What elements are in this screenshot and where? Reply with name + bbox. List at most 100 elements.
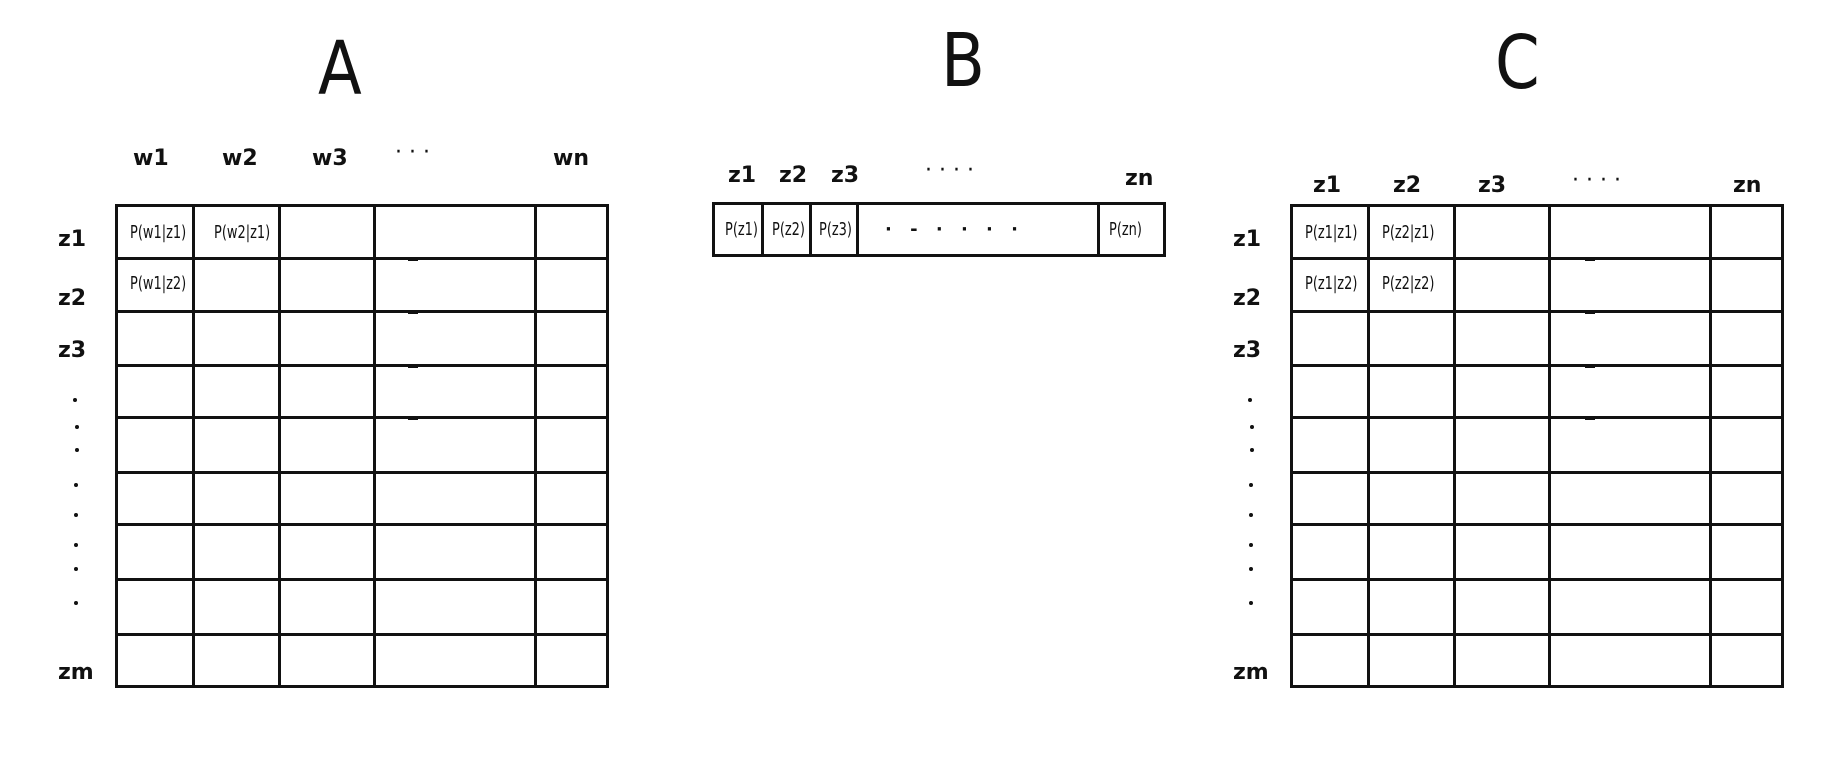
a-col-label-w2: w2 bbox=[222, 146, 258, 171]
c-cell bbox=[1367, 632, 1456, 689]
c-cell bbox=[1290, 416, 1370, 474]
c-cell bbox=[1453, 522, 1551, 581]
b-cell-label: · - · · · · bbox=[885, 219, 1024, 240]
c-col-label-zn: zn bbox=[1733, 173, 1762, 198]
b-col-label-ellipsis: · · · · bbox=[925, 158, 974, 183]
a-cell bbox=[373, 632, 537, 689]
diagram-a-title: A bbox=[318, 27, 362, 113]
a-cell bbox=[534, 416, 609, 474]
a-cell-label: P(w1|z1) bbox=[130, 222, 187, 243]
a-cell bbox=[278, 203, 376, 261]
a-cell bbox=[192, 257, 281, 314]
c-cell bbox=[1453, 632, 1551, 689]
c-cell bbox=[1709, 203, 1784, 261]
c-cell bbox=[1548, 416, 1712, 474]
a-cell-label: P(w1|z2) bbox=[130, 273, 187, 295]
a-cell bbox=[192, 632, 281, 689]
a-cell bbox=[278, 632, 376, 689]
c-col-label-z3: z3 bbox=[1478, 173, 1507, 198]
a-cell bbox=[534, 522, 609, 581]
c-row-label-z2: z2 bbox=[1233, 286, 1262, 311]
c-cell-label: P(z1|z1) bbox=[1305, 222, 1358, 243]
a-cell bbox=[115, 632, 195, 689]
c-cell-label: P(z2|z1) bbox=[1382, 222, 1435, 243]
a-cell bbox=[192, 577, 281, 636]
c-cell bbox=[1709, 632, 1784, 689]
c-cell bbox=[1453, 203, 1551, 261]
a-cell bbox=[534, 257, 609, 314]
b-col-label-z3: z3 bbox=[831, 163, 860, 188]
c-col-label-z2: z2 bbox=[1393, 173, 1422, 198]
c-cell bbox=[1367, 310, 1456, 368]
c-cell bbox=[1367, 470, 1456, 526]
a-row-label-z3: z3 bbox=[58, 338, 87, 363]
c-cell bbox=[1453, 310, 1551, 368]
a-row-label-zm: zm bbox=[58, 660, 94, 685]
a-cell bbox=[534, 470, 609, 526]
vector-b-grid: P(z1) P(z2) P(z3) · - · · · · P(zn) bbox=[712, 202, 1166, 257]
c-cell bbox=[1548, 364, 1712, 420]
a-cell bbox=[115, 310, 195, 368]
a-cell bbox=[115, 577, 195, 636]
diagram-b-title: B bbox=[941, 19, 985, 105]
b-col-label-z1: z1 bbox=[728, 163, 757, 188]
c-cell: P(z1|z1) bbox=[1290, 203, 1370, 261]
b-cell-label: P(z1) bbox=[725, 219, 758, 240]
a-cell bbox=[278, 364, 376, 420]
a-cell bbox=[373, 310, 537, 368]
c-cell bbox=[1367, 416, 1456, 474]
a-cell bbox=[534, 203, 609, 261]
a-cell bbox=[373, 203, 537, 261]
a-row-label-z2: z2 bbox=[58, 286, 87, 311]
b-cell: P(z2) bbox=[761, 202, 812, 257]
c-cell bbox=[1709, 522, 1784, 581]
a-col-label-w1: w1 bbox=[133, 146, 169, 171]
a-col-label-wn: wn bbox=[553, 146, 589, 171]
c-cell bbox=[1367, 522, 1456, 581]
b-cell-label: P(z2) bbox=[772, 219, 805, 240]
c-cell bbox=[1290, 522, 1370, 581]
a-col-label-ellipsis: · · · bbox=[395, 140, 430, 165]
a-cell bbox=[278, 577, 376, 636]
a-cell bbox=[534, 632, 609, 689]
b-cell: · - · · · · bbox=[856, 202, 1100, 257]
a-cell bbox=[373, 416, 537, 474]
c-cell bbox=[1367, 364, 1456, 420]
a-cell: P(w1|z1) bbox=[115, 203, 195, 261]
c-cell-label: P(z2|z2) bbox=[1382, 273, 1435, 295]
c-cell bbox=[1548, 470, 1712, 526]
c-cell bbox=[1453, 364, 1551, 420]
a-cell bbox=[192, 522, 281, 581]
c-cell bbox=[1548, 577, 1712, 636]
c-row-label-z3: z3 bbox=[1233, 338, 1262, 363]
a-cell bbox=[192, 416, 281, 474]
c-cell bbox=[1290, 364, 1370, 420]
c-cell bbox=[1709, 364, 1784, 420]
c-cell: P(z1|z2) bbox=[1290, 257, 1370, 314]
b-cell-label: P(zn) bbox=[1109, 219, 1142, 240]
c-cell bbox=[1290, 310, 1370, 368]
a-row-label-z1: z1 bbox=[58, 227, 87, 252]
c-cell bbox=[1709, 470, 1784, 526]
c-cell bbox=[1290, 577, 1370, 636]
c-cell bbox=[1709, 310, 1784, 368]
b-cell: P(z3) bbox=[809, 202, 859, 257]
a-cell bbox=[373, 522, 537, 581]
c-row-label-z1: z1 bbox=[1233, 227, 1262, 252]
a-cell bbox=[278, 416, 376, 474]
a-cell bbox=[534, 364, 609, 420]
matrix-c-grid: P(z1|z1) P(z2|z1) P(z1|z2) P(z2|z2) bbox=[1290, 203, 1784, 689]
c-cell bbox=[1367, 577, 1456, 636]
b-cell: P(z1) bbox=[712, 202, 764, 257]
diagram-c-title: C bbox=[1495, 21, 1540, 107]
a-cell bbox=[278, 310, 376, 368]
a-cell bbox=[373, 257, 537, 314]
a-cell: P(w1|z2) bbox=[115, 257, 195, 314]
c-cell bbox=[1453, 470, 1551, 526]
a-cell bbox=[278, 522, 376, 581]
c-cell bbox=[1548, 632, 1712, 689]
b-col-label-z2: z2 bbox=[779, 163, 808, 188]
a-cell bbox=[192, 310, 281, 368]
a-cell: P(w2|z1) bbox=[192, 203, 281, 261]
a-cell bbox=[192, 470, 281, 526]
